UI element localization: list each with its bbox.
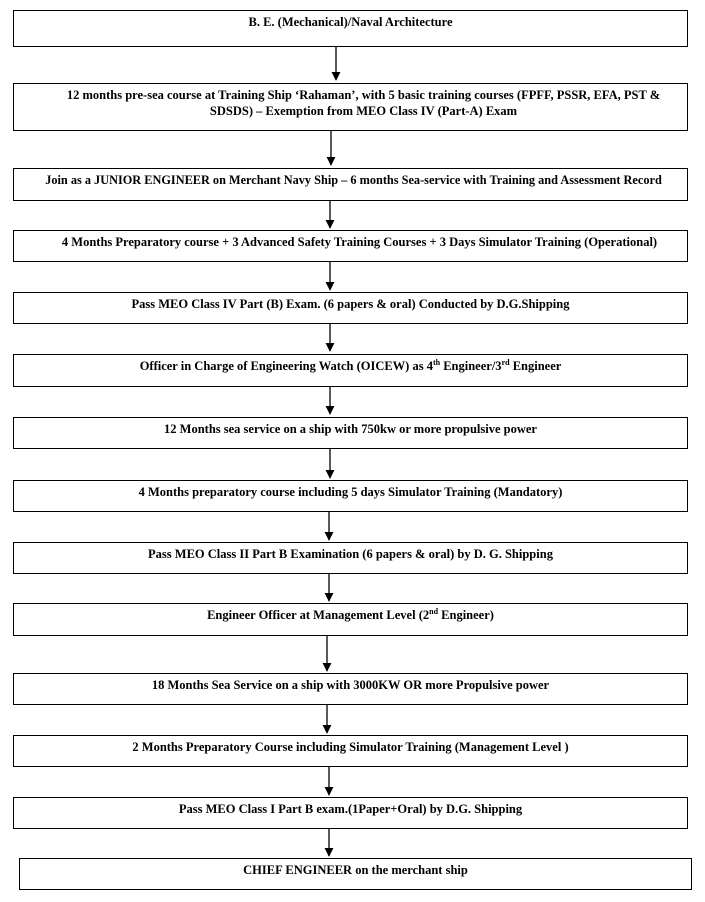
step-3-text: Join as a JUNIOR ENGINEER on Merchant Na… xyxy=(45,173,662,187)
step-6-box: Officer in Charge of Engineering Watch (… xyxy=(13,354,688,387)
step-5-box: Pass MEO Class IV Part (B) Exam. (6 pape… xyxy=(13,292,688,324)
step-9-box: Pass MEO Class II Part B Examination (6 … xyxy=(13,542,688,574)
step-5-text: Pass MEO Class IV Part (B) Exam. (6 pape… xyxy=(131,297,570,311)
step-11-text: 18 Months Sea Service on a ship with 300… xyxy=(151,678,550,692)
step-7-box: 12 Months sea service on a ship with 750… xyxy=(13,417,688,449)
step-14-text: CHIEF ENGINEER on the merchant ship xyxy=(243,863,468,877)
step-11-box: 18 Months Sea Service on a ship with 300… xyxy=(13,673,688,705)
step-6-sup-b: rd xyxy=(501,357,510,367)
step-8-text: 4 Months preparatory course including 5 … xyxy=(138,485,563,499)
step-4-box: 4 Months Preparatory course + 3 Advanced… xyxy=(13,230,688,262)
step-13-box: Pass MEO Class I Part B exam.(1Paper+Ora… xyxy=(13,797,688,829)
step-2-box: 12 months pre-sea course at Training Shi… xyxy=(13,83,688,131)
step-12-box: 2 Months Preparatory Course including Si… xyxy=(13,735,688,767)
step-1-text: B. E. (Mechanical)/Naval Architecture xyxy=(248,15,453,29)
step-6-text-a: Officer in Charge of Engineering Watch (… xyxy=(139,359,433,373)
step-10-text-a: Engineer Officer at Management Level (2 xyxy=(207,608,430,622)
step-9-text: Pass MEO Class II Part B Examination (6 … xyxy=(148,547,553,561)
step-10-text-b: Engineer) xyxy=(438,608,494,622)
step-2-text: 12 months pre-sea course at Training Shi… xyxy=(66,88,661,118)
step-6-text-c: Engineer xyxy=(509,359,562,373)
step-6-sup-a: th xyxy=(432,357,441,367)
step-6-text-b: Engineer/3 xyxy=(440,359,502,373)
step-8-box: 4 Months preparatory course including 5 … xyxy=(13,480,688,512)
step-14-box: CHIEF ENGINEER on the merchant ship xyxy=(19,858,692,890)
step-10-sup: nd xyxy=(429,606,439,616)
step-12-text: 2 Months Preparatory Course including Si… xyxy=(132,740,569,754)
step-1-box: B. E. (Mechanical)/Naval Architecture xyxy=(13,10,688,47)
step-10-box: Engineer Officer at Management Level (2n… xyxy=(13,603,688,636)
step-4-text: 4 Months Preparatory course + 3 Advanced… xyxy=(61,235,658,249)
step-7-text: 12 Months sea service on a ship with 750… xyxy=(164,422,537,436)
step-13-text: Pass MEO Class I Part B exam.(1Paper+Ora… xyxy=(178,802,523,816)
step-3-box: Join as a JUNIOR ENGINEER on Merchant Na… xyxy=(13,168,688,201)
